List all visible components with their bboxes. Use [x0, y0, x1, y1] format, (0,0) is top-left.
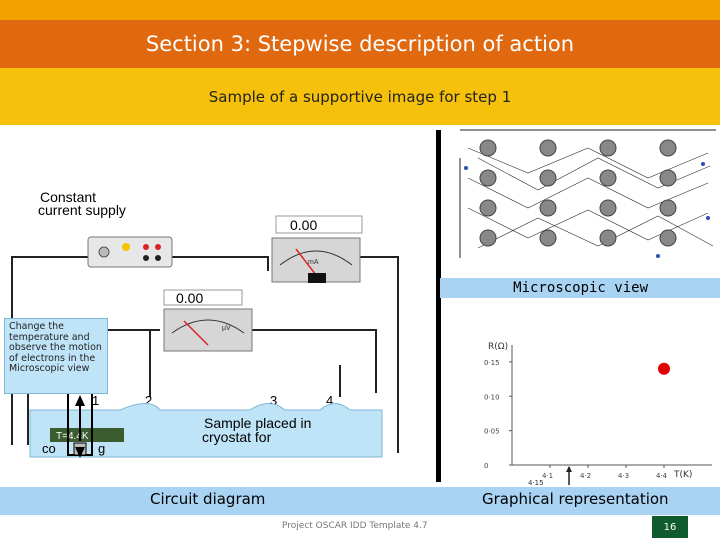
supply-terminal-black[interactable]: [143, 255, 149, 261]
graph-data-point: [658, 362, 670, 375]
lattice-atom: [599, 169, 617, 187]
top-accent-bar: [0, 0, 720, 20]
lattice-atoms: [479, 139, 677, 247]
sample-label-line2: cryostat for: [202, 429, 272, 445]
ammeter-display: [275, 215, 363, 234]
supply-terminal-black[interactable]: [155, 255, 161, 261]
voltmeter-dial: [171, 319, 245, 334]
page-number-badge: 16: [652, 516, 688, 538]
lattice-atom: [539, 169, 557, 187]
arrow-up-icon: [566, 466, 572, 472]
graph-x-tick-label: 4·3: [618, 472, 629, 480]
temperature-display-value: T=4.4K: [56, 431, 89, 442]
cooling-fragment-end: g: [98, 441, 105, 456]
lattice-atom: [479, 199, 497, 217]
subtitle-band: Sample of a supportive image for step 1: [0, 68, 720, 125]
footer-text: Project OSCAR IDD Template 4.7: [282, 521, 428, 531]
graph-x-label: T(K): [673, 470, 692, 480]
slide-subtitle: Sample of a supportive image for step 1: [208, 87, 512, 106]
graph-caption: Graphical representation: [482, 490, 669, 508]
arrow-up-icon: [75, 395, 85, 406]
terminal-label-4: 4: [326, 393, 333, 408]
arrow-down-icon: [75, 447, 85, 458]
voltmeter-value: 0.00: [176, 290, 203, 306]
supply-label-line2: current supply: [38, 202, 126, 218]
lattice-atom: [659, 169, 677, 187]
instruction-note-text: Change the temperature and observe the m…: [9, 321, 102, 374]
graph-x-tick-label: 4·4: [656, 472, 668, 480]
supply-terminal-red[interactable]: [155, 244, 161, 250]
cryostat-sample: [29, 403, 383, 458]
lattice-atom: [599, 229, 617, 247]
lattice-atom: [659, 199, 677, 217]
terminal-label-2: 2: [145, 393, 152, 408]
electron-dot: [706, 216, 710, 220]
current-supply-device[interactable]: [87, 236, 173, 268]
wire-volt-right: [250, 329, 377, 393]
caption-bar: [0, 487, 720, 515]
graph-y-tick-label: 0: [484, 462, 488, 470]
electron-dot: [464, 166, 468, 170]
graph-marker-label: 4·15: [528, 479, 544, 487]
instruction-note: Change the temperature and observe the m…: [4, 318, 108, 394]
wire-ammeter-right: [360, 256, 399, 453]
lattice-atom: [659, 139, 677, 157]
ammeter-unit: mA: [308, 259, 319, 266]
lattice-atom: [599, 199, 617, 217]
circuit-caption: Circuit diagram: [150, 490, 266, 508]
resistance-graph: R(Ω) T(K) 4·15 0·15 0·10 0·05 0 4·1 4·2 4·3 4·4: [484, 342, 712, 487]
lattice-atom: [599, 139, 617, 157]
supply-indicator-icon: [122, 243, 130, 251]
voltmeter-display: [163, 289, 243, 306]
microscopic-view: [459, 129, 716, 258]
lattice-atom: [539, 139, 557, 157]
title-band: Section 3: Stepwise description of actio…: [0, 20, 720, 68]
page-number: 16: [663, 521, 677, 533]
lattice-atom: [479, 139, 497, 157]
ammeter-needle: [295, 248, 317, 276]
lattice-atom: [479, 229, 497, 247]
slide-title: Section 3: Stepwise description of actio…: [145, 32, 575, 56]
sample-label-line1: Sample placed in: [204, 415, 311, 431]
voltmeter-needle: [183, 320, 209, 346]
microscopic-caption: Microscopic view: [513, 280, 648, 296]
voltmeter-unit: μV: [222, 325, 231, 332]
graph-x-tick-label: 4·2: [580, 472, 591, 480]
supply-knob[interactable]: [98, 246, 110, 258]
ammeter-dial: [279, 250, 353, 266]
graph-y-tick-label: 0·10: [484, 393, 500, 401]
terminal-label-3: 3: [270, 393, 277, 408]
graph-y-tick-label: 0·15: [484, 359, 500, 367]
vertical-divider: [436, 130, 441, 482]
electron-path: [477, 215, 714, 249]
circuit-diagram: Constant current supply 0.00 mA 0.00 μV …: [11, 189, 399, 458]
graph-y-label: R(Ω): [488, 342, 508, 352]
lattice-atom: [659, 229, 677, 247]
ammeter-value: 0.00: [290, 217, 317, 233]
supply-terminal-red[interactable]: [143, 244, 149, 250]
graph-x-tick-label: 4·1: [542, 472, 553, 480]
graph-y-tick-label: 0·05: [484, 428, 500, 436]
terminal-label-1: 1: [92, 393, 99, 408]
ammeter-base: [308, 273, 326, 283]
microscopic-caption-bar: Microscopic view: [440, 278, 720, 298]
lattice-atom: [539, 229, 557, 247]
lattice-atom: [479, 169, 497, 187]
lattice-atom: [539, 199, 557, 217]
supply-label-line1: Constant: [40, 189, 96, 205]
footer: [0, 515, 720, 540]
cooling-fragment: co: [42, 441, 56, 456]
electron-dot: [701, 162, 705, 166]
electron-paths: [467, 147, 714, 249]
electrons: [464, 162, 710, 258]
electron-dot: [656, 254, 660, 258]
